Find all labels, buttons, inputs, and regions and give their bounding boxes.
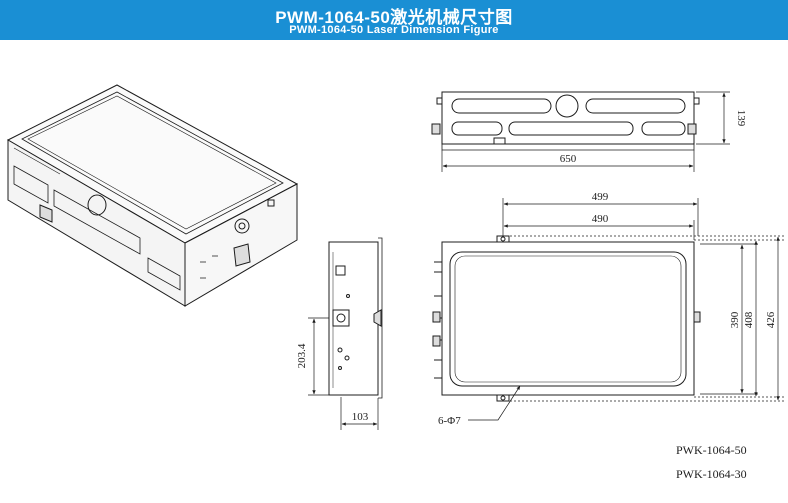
page-subtitle: PWM-1064-50 Laser Dimension Figure bbox=[289, 24, 499, 36]
dimension-drawing: 139 650 203.4 103 bbox=[6, 84, 786, 430]
dim-side-height: 203.4 bbox=[296, 343, 308, 368]
dim-top-outer-height: 426 bbox=[765, 311, 777, 328]
top-dimensions bbox=[468, 198, 786, 421]
hole-callout: 6-Φ7 bbox=[438, 415, 461, 427]
side-dimensions bbox=[308, 317, 379, 430]
dim-top-mid-height: 408 bbox=[743, 311, 755, 328]
dim-side-width: 103 bbox=[352, 411, 369, 423]
model-label-2: PWK-1064-30 bbox=[676, 467, 747, 481]
dim-front-height: 139 bbox=[735, 110, 747, 127]
front-view bbox=[431, 91, 700, 151]
dim-top-inner-width: 490 bbox=[592, 213, 609, 225]
front-dimensions bbox=[441, 91, 730, 172]
dim-top-outer-width: 499 bbox=[592, 191, 609, 203]
isometric-view bbox=[6, 84, 299, 307]
title-banner: PWM-1064-50激光机械尺寸图 PWM-1064-50 Laser Dim… bbox=[0, 0, 788, 40]
side-view bbox=[328, 237, 383, 399]
model-label-1: PWK-1064-50 bbox=[676, 443, 747, 457]
page-title: PWM-1064-50激光机械尺寸图 bbox=[275, 8, 513, 27]
dim-front-width: 650 bbox=[560, 153, 577, 165]
dim-top-inner-height: 390 bbox=[729, 311, 741, 328]
top-view bbox=[432, 235, 701, 402]
